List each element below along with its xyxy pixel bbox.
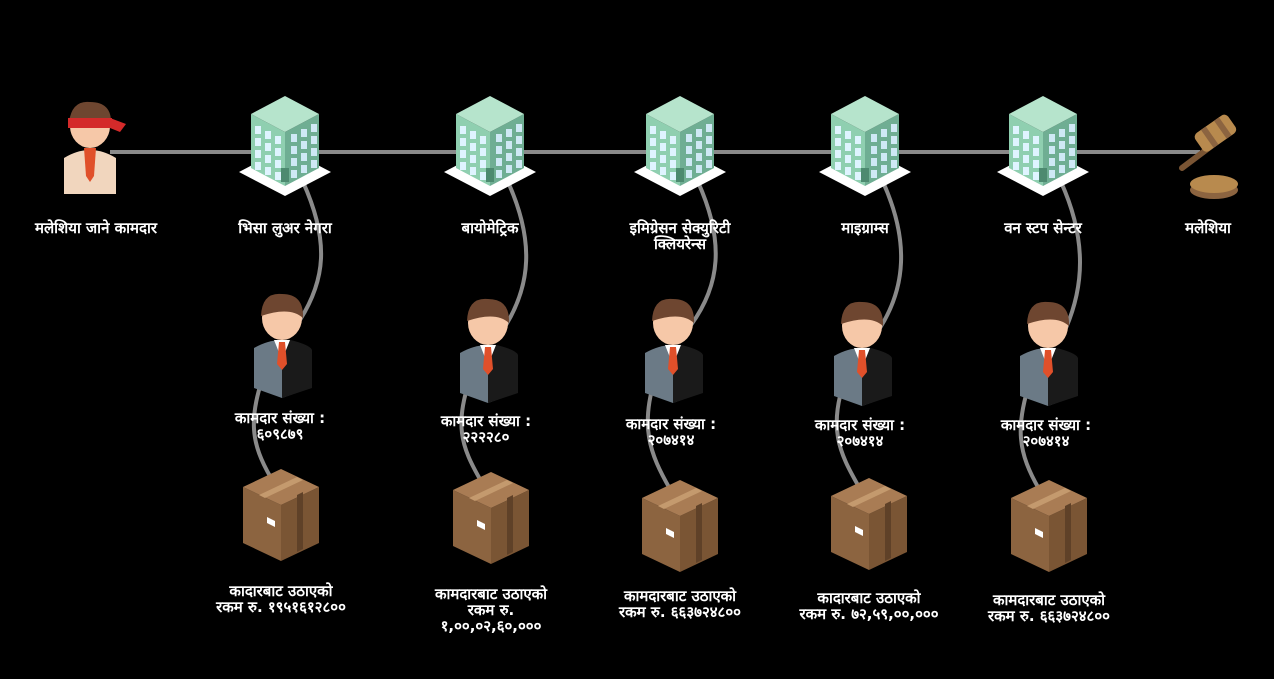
worker-count-label: कामदार संख्या : २०७४१४	[814, 416, 906, 450]
official-person-icon	[645, 298, 703, 403]
building-icon	[444, 96, 536, 196]
start-label: मलेशिया जाने कामदार	[35, 219, 157, 237]
building-icon	[997, 96, 1089, 196]
worker-count-label: कामदार संख्या : २०७४१४	[1000, 416, 1092, 450]
worker-count-label: कामदार संख्या : ६०९८७९	[234, 409, 326, 443]
money-box-icon	[1011, 480, 1087, 572]
end-label: मलेशिया	[1185, 219, 1231, 237]
amount-label: कामदारबाट उठाएको रकम रु. ६६३७२४८००	[619, 587, 741, 621]
amount-label: कामदारबाट उठाएको रकम रु. १,००,०२,६०,०००	[434, 585, 548, 635]
money-box-icon	[453, 472, 529, 564]
gavel-icon	[1179, 114, 1238, 199]
money-box-icon	[243, 469, 319, 561]
official-person-icon	[460, 298, 518, 403]
stage-label: बायोमेट्रिक	[461, 219, 519, 237]
stage-connector-upper	[298, 181, 324, 322]
amount-label: कामदारबाट उठाएको रकम रु. ६६३७२४८००	[988, 591, 1110, 625]
stage-label: भिसा लुअर नेगरा	[238, 219, 332, 237]
stage-label: वन स्टप सेन्टर	[1004, 219, 1082, 237]
official-person-icon	[834, 301, 892, 406]
stage-connector-upper	[1059, 181, 1082, 329]
stage-label: इमिग्रेसन सेक्युरिटी क्लियरेन्स	[629, 219, 731, 253]
blindfolded-worker-icon	[64, 101, 126, 194]
stage-label: माइग्राम्स	[841, 219, 889, 237]
building-icon	[239, 96, 331, 196]
building-icon	[819, 96, 911, 196]
building-icon	[634, 96, 726, 196]
stage-connector-upper	[504, 181, 529, 327]
worker-count-label: कामदार संख्या : २०७४१४	[625, 415, 717, 449]
money-box-icon	[642, 480, 718, 572]
amount-label: कादारबाट उठाएको रकम रु. ७२,५९,००,०००	[799, 589, 939, 623]
official-person-icon	[254, 293, 312, 398]
official-person-icon	[1020, 301, 1078, 406]
amount-label: कादारबाट उठाएको रकम रु. १९५१६१२८००	[216, 582, 346, 616]
worker-count-label: कामदार संख्या : २२२२८०	[440, 412, 532, 446]
money-box-icon	[831, 478, 907, 570]
stage-connector-upper	[878, 181, 904, 330]
stage-connector-upper	[689, 181, 718, 327]
